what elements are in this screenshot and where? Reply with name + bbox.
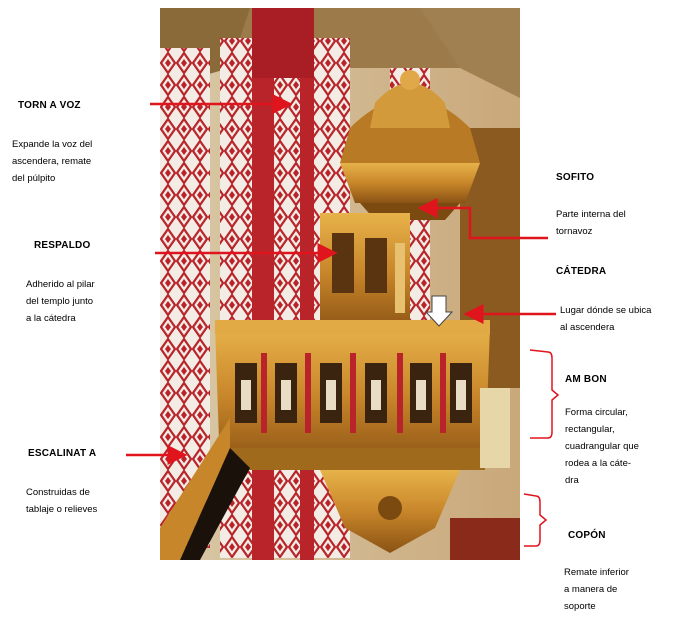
label-ambon: AM BON [565, 374, 607, 385]
desc-ambon: Forma circular, rectangular, cuadrangula… [565, 407, 639, 486]
label-respaldo: RESPALDO [34, 240, 91, 251]
copon-bracket [523, 493, 548, 547]
label-copon: COPÓN [568, 530, 606, 541]
desc-respaldo: Adherido al pilar del templo junto a la … [26, 279, 95, 324]
label-escalinata: ESCALINAT A [28, 448, 97, 459]
desc-tornavoz: Expande la voz del ascendera, remate del… [12, 139, 93, 184]
desc-escalinata: Construidas de tablaje o relieves [26, 487, 98, 515]
pulpit-photo [160, 8, 520, 560]
pulpit-illustration [160, 8, 520, 560]
label-sofito: SOFITO [556, 172, 595, 183]
ambon-bracket [529, 349, 560, 439]
label-tornavoz: TORN A VOZ [18, 100, 81, 111]
desc-catedra: Lugar dónde se ubica al ascendera [560, 305, 652, 333]
label-catedra: CÁTEDRA [556, 266, 607, 277]
desc-sofito: Parte interna del tornavoz [556, 209, 626, 237]
desc-copon: Remate inferior a manera de soporte [564, 567, 629, 612]
